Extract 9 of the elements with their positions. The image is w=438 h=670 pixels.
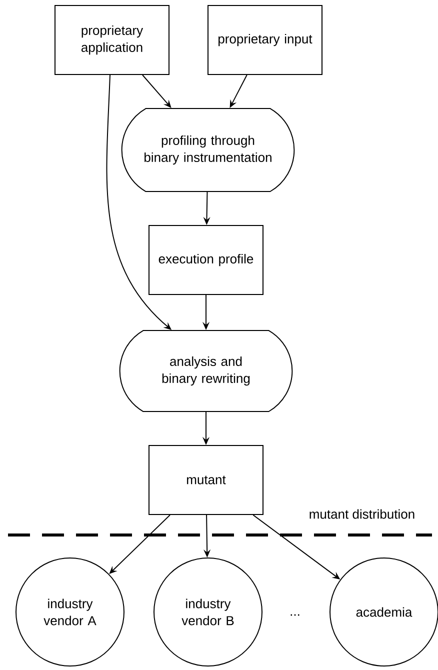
rounded-process-box: profiling through binary instrumentation: [121, 108, 295, 192]
process-box: mutant: [148, 445, 264, 515]
arrow: [142, 74, 172, 108]
process-box: proprietary application: [54, 5, 170, 75]
process-box: execution profile: [148, 225, 264, 295]
section-label: mutant distribution: [310, 509, 414, 519]
rounded-process-box: analysis and binary rewriting: [119, 330, 293, 412]
ellipsis: ...: [290, 614, 300, 616]
process-box: proprietary input: [208, 5, 322, 75]
